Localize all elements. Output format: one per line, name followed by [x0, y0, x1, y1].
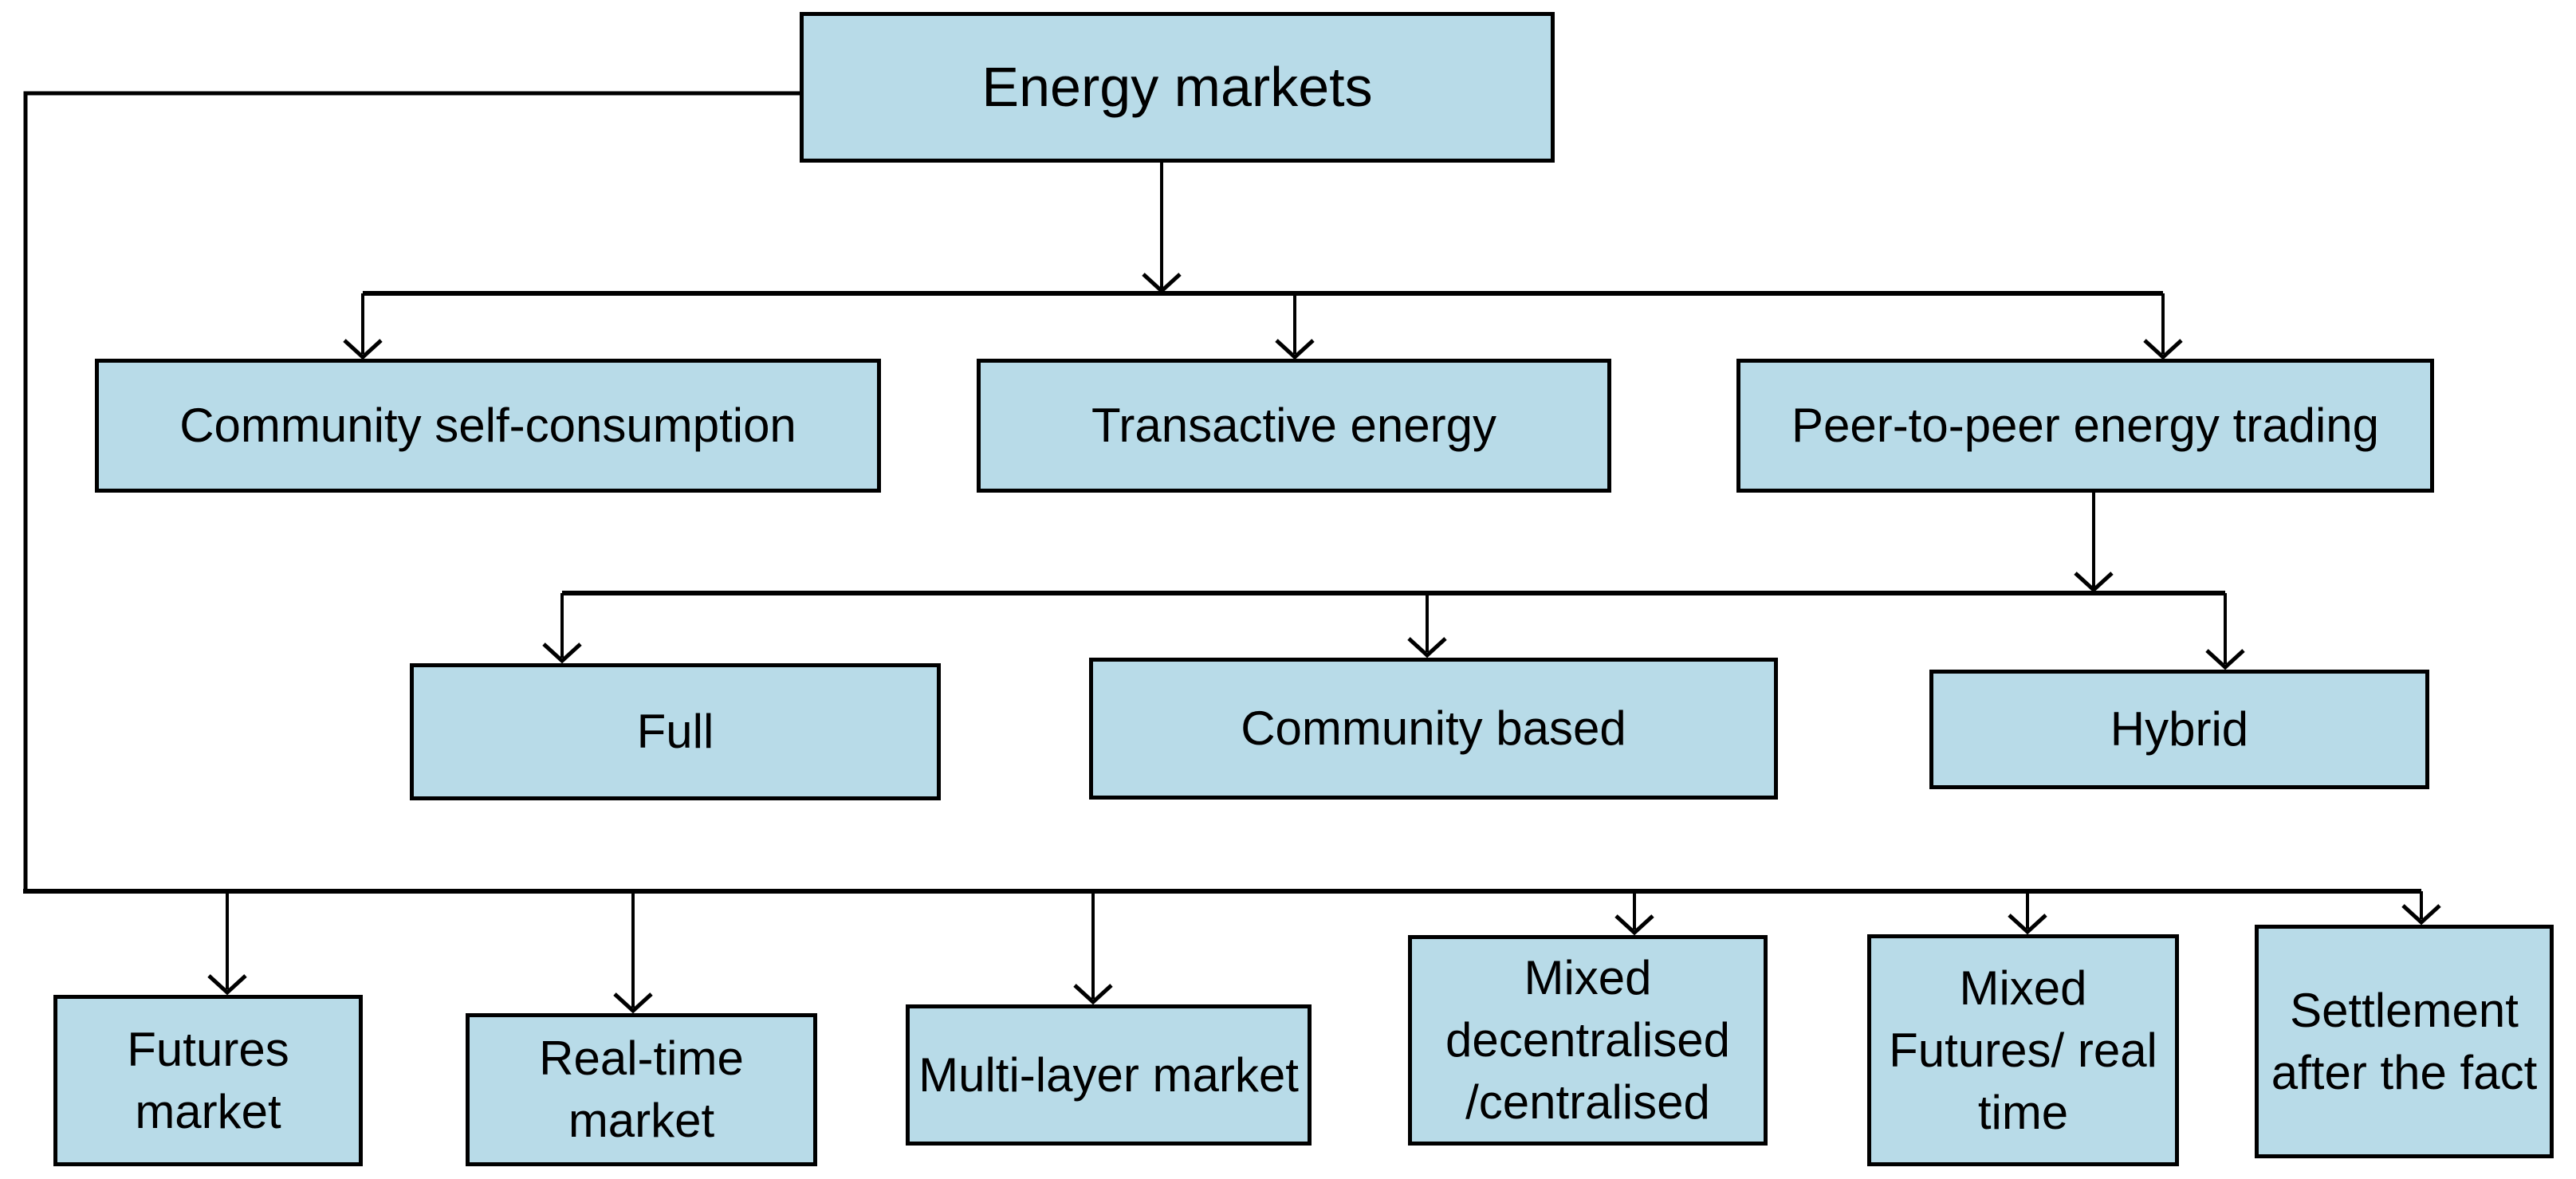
arrowhead-transactive-energy — [1275, 339, 1315, 360]
edge-left-rail — [23, 91, 800, 891]
arrowhead-settlement — [2401, 904, 2441, 926]
arrowhead-community-self-consumption — [343, 339, 383, 360]
node-hybrid: Hybrid — [1929, 670, 2429, 789]
node-community-self-consumption: Community self-consumption — [95, 359, 881, 493]
node-community-based-label: Community based — [1241, 702, 1626, 755]
node-mixed-futures-label: Mixed Futures/ real time — [1889, 961, 2157, 1139]
arrowhead-p2p-to-level3 — [2074, 572, 2114, 593]
arrowhead-full — [542, 643, 582, 664]
arrowhead-mixed-futures — [2008, 914, 2047, 935]
arrowhead-peer-to-peer — [2143, 339, 2183, 360]
node-hybrid-label: Hybrid — [2110, 702, 2249, 756]
arrowhead-community-based — [1407, 637, 1447, 658]
node-community-based: Community based — [1089, 658, 1778, 800]
node-energy-markets: Energy markets — [800, 12, 1555, 163]
node-mixed-futures: Mixed Futures/ real time — [1867, 934, 2179, 1166]
node-real-time-market: Real-time market — [466, 1013, 817, 1166]
node-transactive-energy: Transactive energy — [977, 359, 1611, 493]
node-futures-market: Futures market — [53, 995, 363, 1166]
node-multi-layer-market: Multi-layer market — [906, 1004, 1312, 1146]
node-mixed-decentralised: Mixed decentralised /centralised — [1408, 935, 1768, 1146]
arrowhead-mixed-decentralised — [1614, 914, 1654, 936]
node-settlement-label: Settlement after the fact — [2271, 983, 2538, 1099]
node-full-label: Full — [636, 705, 714, 758]
node-settlement: Settlement after the fact — [2255, 925, 2554, 1158]
node-transactive-energy-label: Transactive energy — [1091, 399, 1496, 452]
arrowhead-multi-layer-market — [1073, 984, 1113, 1005]
node-real-time-market-label: Real-time market — [539, 1032, 744, 1147]
node-energy-markets-label: Energy markets — [981, 56, 1373, 118]
node-community-self-consumption-label: Community self-consumption — [179, 399, 796, 452]
node-mixed-decentralised-label: Mixed decentralised /centralised — [1445, 951, 1730, 1129]
node-multi-layer-market-label: Multi-layer market — [918, 1047, 1299, 1102]
node-full: Full — [410, 663, 941, 800]
node-futures-market-label: Futures market — [127, 1022, 289, 1138]
arrowhead-hybrid — [2205, 649, 2245, 670]
arrowhead-futures-market — [207, 974, 247, 996]
arrowhead-real-time-market — [613, 992, 653, 1014]
node-peer-to-peer-label: Peer-to-peer energy trading — [1791, 399, 2380, 452]
node-peer-to-peer: Peer-to-peer energy trading — [1736, 359, 2434, 493]
